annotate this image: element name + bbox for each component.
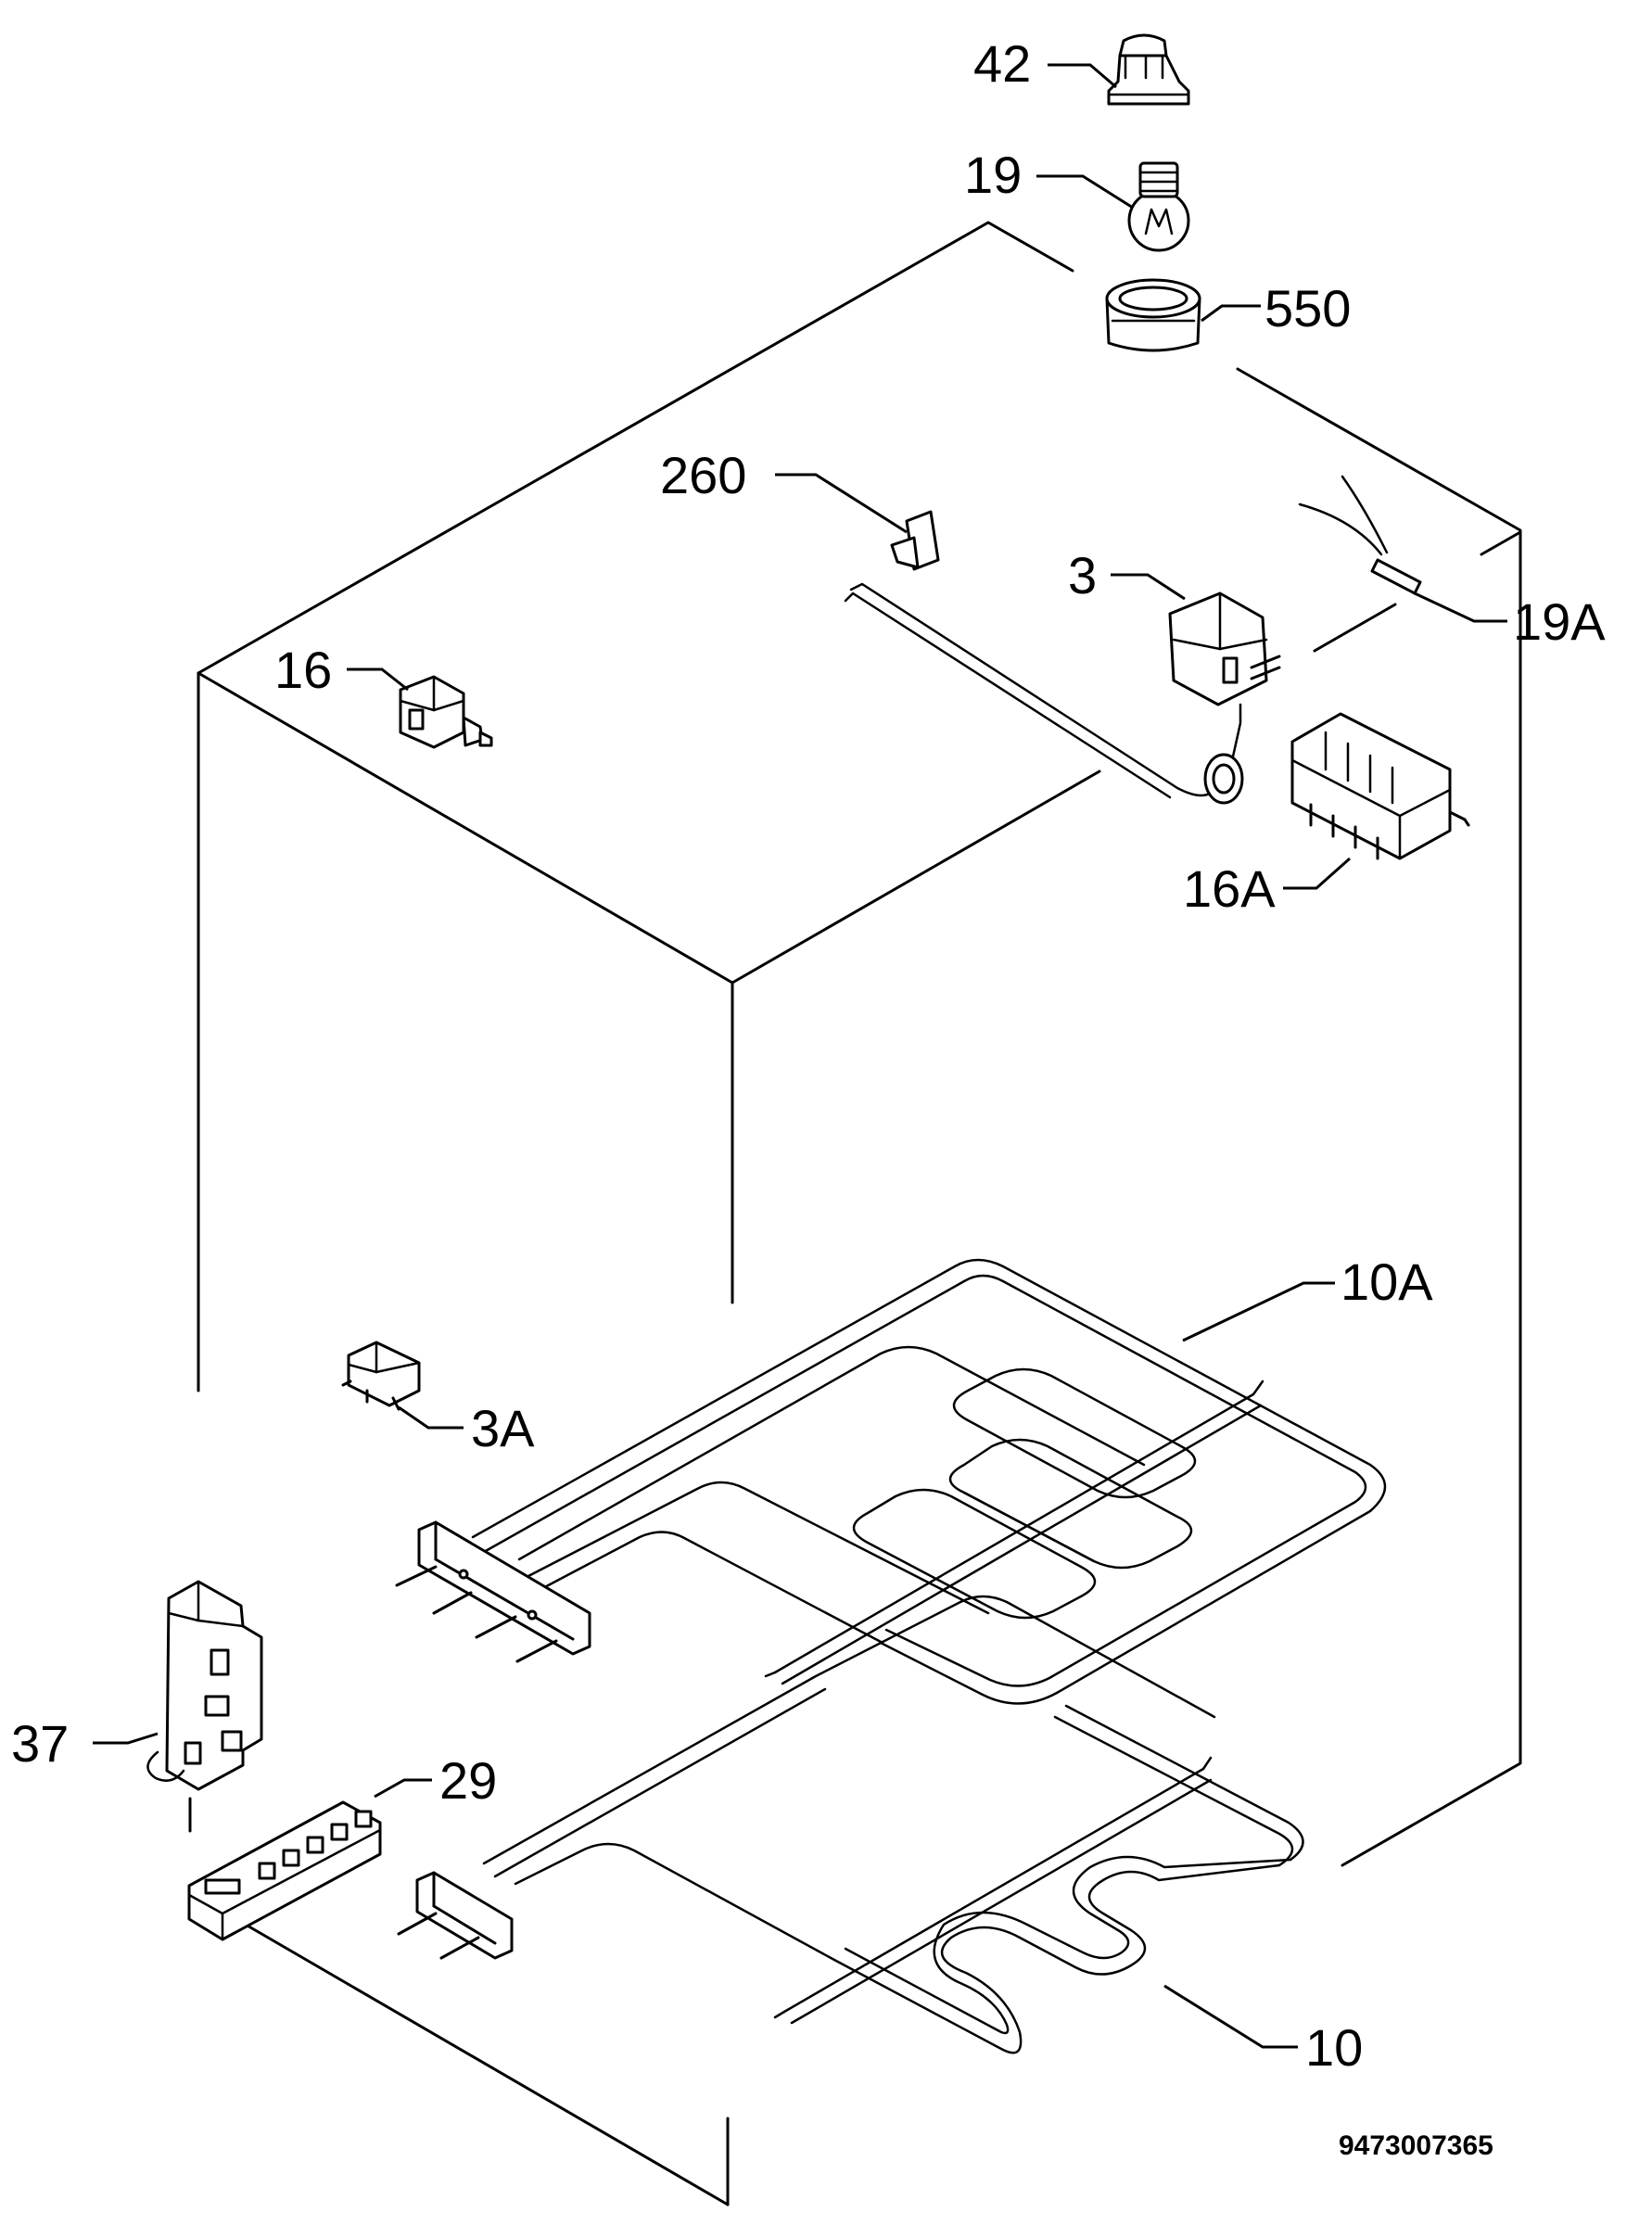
part-3-thermostat: [844, 582, 1281, 805]
part-29-terminal-strip: [187, 1800, 382, 1941]
callout-16A: 16A: [1183, 859, 1276, 918]
cabinet-outline: [188, 221, 1522, 2206]
part-10-bottom-element: [397, 1595, 1304, 2054]
leader-lines: [93, 63, 1507, 2049]
callout-10A: 10A: [1341, 1252, 1433, 1311]
callout-29: 29: [439, 1751, 497, 1810]
part-37-terminal-block: [146, 1580, 263, 1791]
callout-550: 550: [1264, 279, 1351, 337]
callout-labels: 42 19 550 260 3 19A 16 16A 10A 3A 37 29 …: [11, 34, 1606, 2161]
callout-19: 19: [964, 146, 1022, 204]
part-16-push-switch: [399, 675, 493, 749]
callout-16: 16: [274, 641, 332, 699]
callout-3: 3: [1068, 546, 1097, 604]
part-19-bulb: [1127, 161, 1190, 252]
part-3A-switch: [341, 1341, 421, 1411]
part-42-lamp-cap: [1107, 33, 1190, 106]
callout-37: 37: [11, 1714, 69, 1773]
document-number: 9473007365: [1339, 2130, 1493, 2161]
part-19A-sensor-probe: [1298, 475, 1422, 595]
callout-19A: 19A: [1513, 592, 1606, 651]
part-10A-grill-element: [395, 1258, 1387, 1705]
part-16A-rotary-switch: [1290, 712, 1470, 860]
part-550-lamp-holder: [1105, 278, 1201, 352]
callout-10: 10: [1305, 2018, 1363, 2077]
callout-3A: 3A: [471, 1399, 535, 1457]
part-260-clip: [890, 510, 940, 571]
callout-42: 42: [973, 34, 1031, 93]
callout-260: 260: [660, 446, 746, 504]
